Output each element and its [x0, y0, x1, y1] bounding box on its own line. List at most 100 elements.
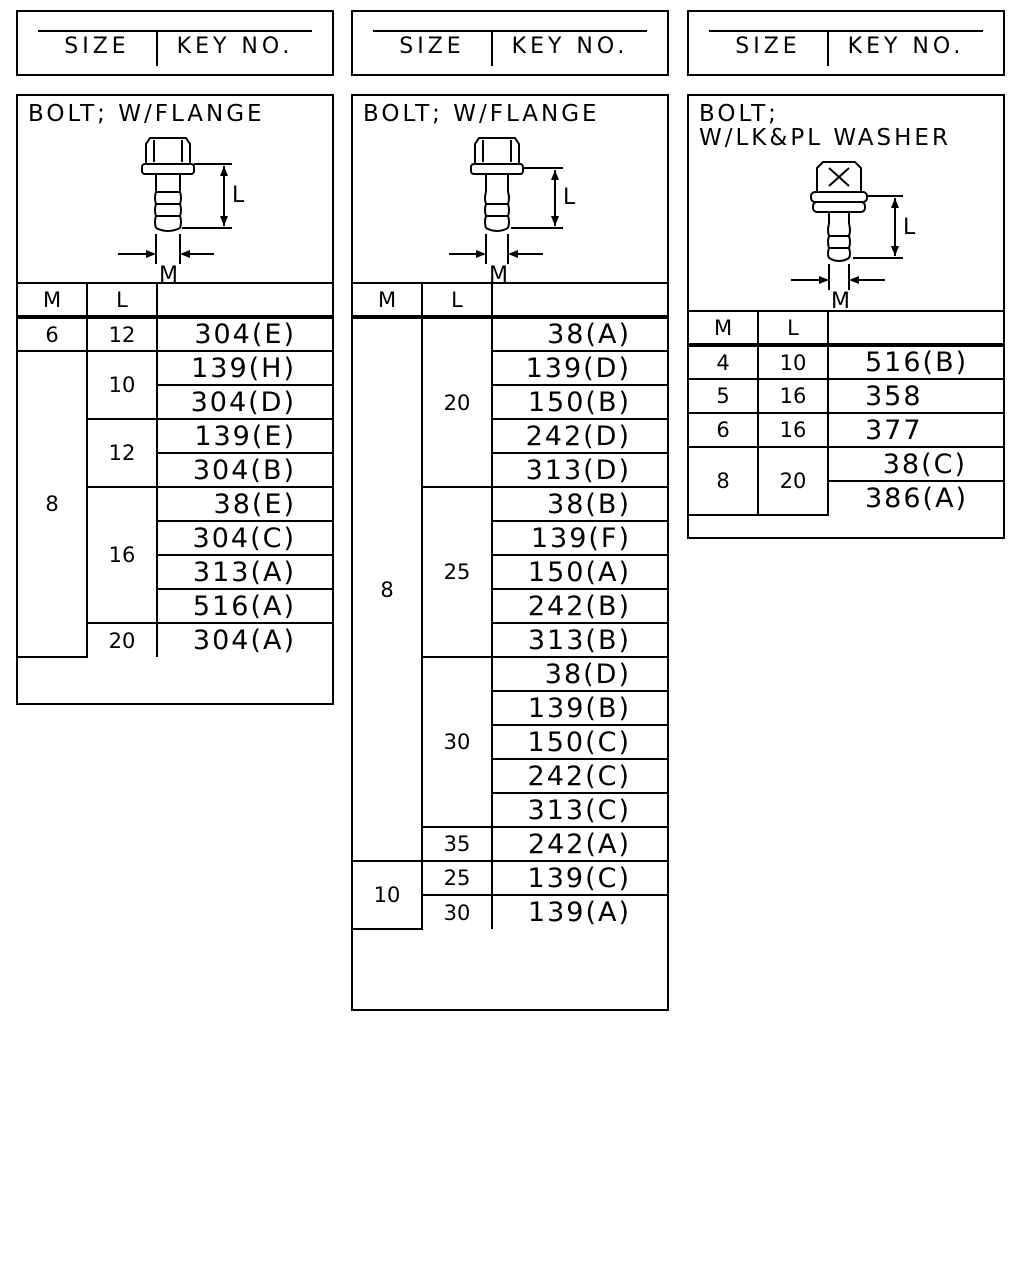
- table-row: 10 25 139(C): [353, 860, 667, 930]
- key-no-cell: 38(E): [156, 486, 332, 522]
- table-row: 4 10 516(B): [689, 344, 1003, 380]
- size-l-cell: 20: [421, 316, 493, 488]
- table-row: 30 139(A): [353, 894, 667, 929]
- table-row: 139(B): [353, 690, 667, 726]
- key-no-cell: 304(A): [156, 622, 332, 657]
- size-l-cell: 16: [87, 486, 158, 624]
- key-no-cell: 38(C): [827, 446, 1003, 482]
- column-header-l: L: [421, 282, 493, 319]
- column-header-l: L: [86, 282, 158, 319]
- key-no-cell: 313(D): [492, 452, 667, 488]
- key-no-cell: 150(C): [492, 724, 667, 760]
- key-no-cell: 242(A): [491, 826, 667, 862]
- key-no-cell: 38(A): [491, 316, 667, 352]
- key-no-cell: 139(E): [156, 418, 332, 454]
- table-row: 20 304(A): [18, 622, 332, 657]
- dimension-l-label: L: [903, 215, 916, 240]
- key-no-cell: 139(H): [156, 350, 332, 386]
- column-header-m: M: [18, 282, 88, 319]
- table-row: 139(D): [353, 350, 667, 386]
- size-m-cell: 6: [689, 412, 759, 448]
- table-row: 313(B): [353, 622, 667, 658]
- key-no-cell: 358: [827, 378, 1003, 414]
- size-m-cell: 8: [689, 446, 759, 516]
- size-m-cell: 8: [18, 350, 88, 658]
- size-l-cell: 20: [757, 446, 829, 516]
- bolt-flange-drawing: L M: [118, 137, 245, 286]
- key-table-2: M L 8 20 38(A) 139(D) 150(B) 242(D) 313(…: [353, 282, 667, 930]
- key-no-label: KEY NO.: [176, 34, 294, 59]
- column-header-m: M: [689, 310, 759, 347]
- table-row: 6 12 304(E): [18, 316, 332, 352]
- table-row: 8 10 139(H): [18, 350, 332, 658]
- size-l-cell: 12: [87, 418, 158, 488]
- size-m-cell: 10: [353, 860, 423, 930]
- key-no-cell: 38(D): [491, 656, 667, 692]
- size-l-cell: 10: [757, 344, 829, 380]
- key-no-cell: 139(B): [492, 690, 667, 726]
- size-l-cell: 30: [422, 894, 493, 929]
- bolt-washer-drawing: L M: [791, 161, 916, 314]
- size-l-cell: 30: [422, 656, 493, 828]
- table-row: 304(C): [18, 520, 332, 556]
- key-no-cell: 516(A): [157, 588, 332, 624]
- table-row: 16 38(E): [18, 486, 332, 624]
- table-row: 516(A): [18, 588, 332, 624]
- table-row: 8 20 38(A): [353, 316, 667, 862]
- dimension-m-label: M: [159, 263, 178, 286]
- panel-title: BOLT; W/FLANGE: [28, 101, 265, 127]
- key-no-cell: 386(A): [828, 480, 1003, 515]
- table-row: 242(B): [353, 588, 667, 624]
- size-l-cell: 35: [422, 826, 493, 862]
- size-label: SIZE: [735, 34, 801, 59]
- table-row: 386(A): [689, 480, 1003, 515]
- key-no-cell: 139(A): [491, 894, 667, 929]
- column-header-m: M: [353, 282, 423, 319]
- size-l-cell: 25: [422, 486, 493, 658]
- bolt-flange-panel-1: BOLT; W/FLANGE: [16, 94, 334, 705]
- table-row: 35 242(A): [353, 826, 667, 862]
- key-no-cell: 377: [827, 412, 1003, 448]
- key-table-3: M L 4 10 516(B) 5 16 358 6 16 377 8 20: [689, 310, 1003, 516]
- panel-title: BOLT; W/FLANGE: [363, 101, 600, 127]
- bolt-flange-drawing: L M: [449, 137, 576, 286]
- table-row: 313(A): [18, 554, 332, 590]
- size-m-cell: 6: [18, 316, 88, 352]
- panel-title: BOLT; W/LK&PL WASHER: [699, 101, 951, 151]
- bolt-washer-panel: BOLT; W/LK&PL WASHER: [687, 94, 1005, 539]
- dimension-l-label: L: [563, 185, 576, 210]
- column-header-l: L: [757, 310, 829, 347]
- key-no-cell: 242(C): [492, 758, 667, 794]
- key-no-cell: 313(C): [492, 792, 667, 828]
- key-no-cell: 38(B): [491, 486, 667, 522]
- key-no-cell: 150(A): [492, 554, 667, 590]
- table-row: 313(C): [353, 792, 667, 828]
- key-no-cell: 139(C): [491, 860, 667, 896]
- key-no-cell: 139(D): [492, 350, 667, 386]
- key-no-cell: 304(D): [157, 384, 332, 420]
- dimension-m-label: M: [831, 289, 850, 314]
- size-l-cell: 20: [87, 622, 158, 657]
- dimension-m-label: M: [489, 263, 508, 286]
- key-no-cell: 313(B): [492, 622, 667, 658]
- key-no-cell: 516(B): [827, 344, 1003, 380]
- key-no-cell: 242(B): [492, 588, 667, 624]
- key-no-label: KEY NO.: [511, 34, 629, 59]
- key-no-cell: 304(C): [157, 520, 332, 556]
- size-m-cell: 5: [689, 378, 759, 414]
- table-row: 242(C): [353, 758, 667, 794]
- key-no-cell: 304(E): [156, 316, 332, 352]
- size-l-cell: 25: [421, 860, 493, 896]
- table-row: 150(C): [353, 724, 667, 760]
- key-no-cell: 304(B): [157, 452, 332, 488]
- size-l-cell: 12: [86, 316, 158, 352]
- table-row: 12 139(E): [18, 418, 332, 488]
- table-row: 304(B): [18, 452, 332, 488]
- table-row: 139(F): [353, 520, 667, 556]
- table-row: 25 38(B): [353, 486, 667, 658]
- key-no-cell: 242(D): [492, 418, 667, 454]
- bolt-flange-panel-2: BOLT; W/FLANGE: [351, 94, 669, 1011]
- size-l-cell: 16: [757, 378, 829, 414]
- key-no-label: KEY NO.: [847, 34, 965, 59]
- table-row: 6 16 377: [689, 412, 1003, 448]
